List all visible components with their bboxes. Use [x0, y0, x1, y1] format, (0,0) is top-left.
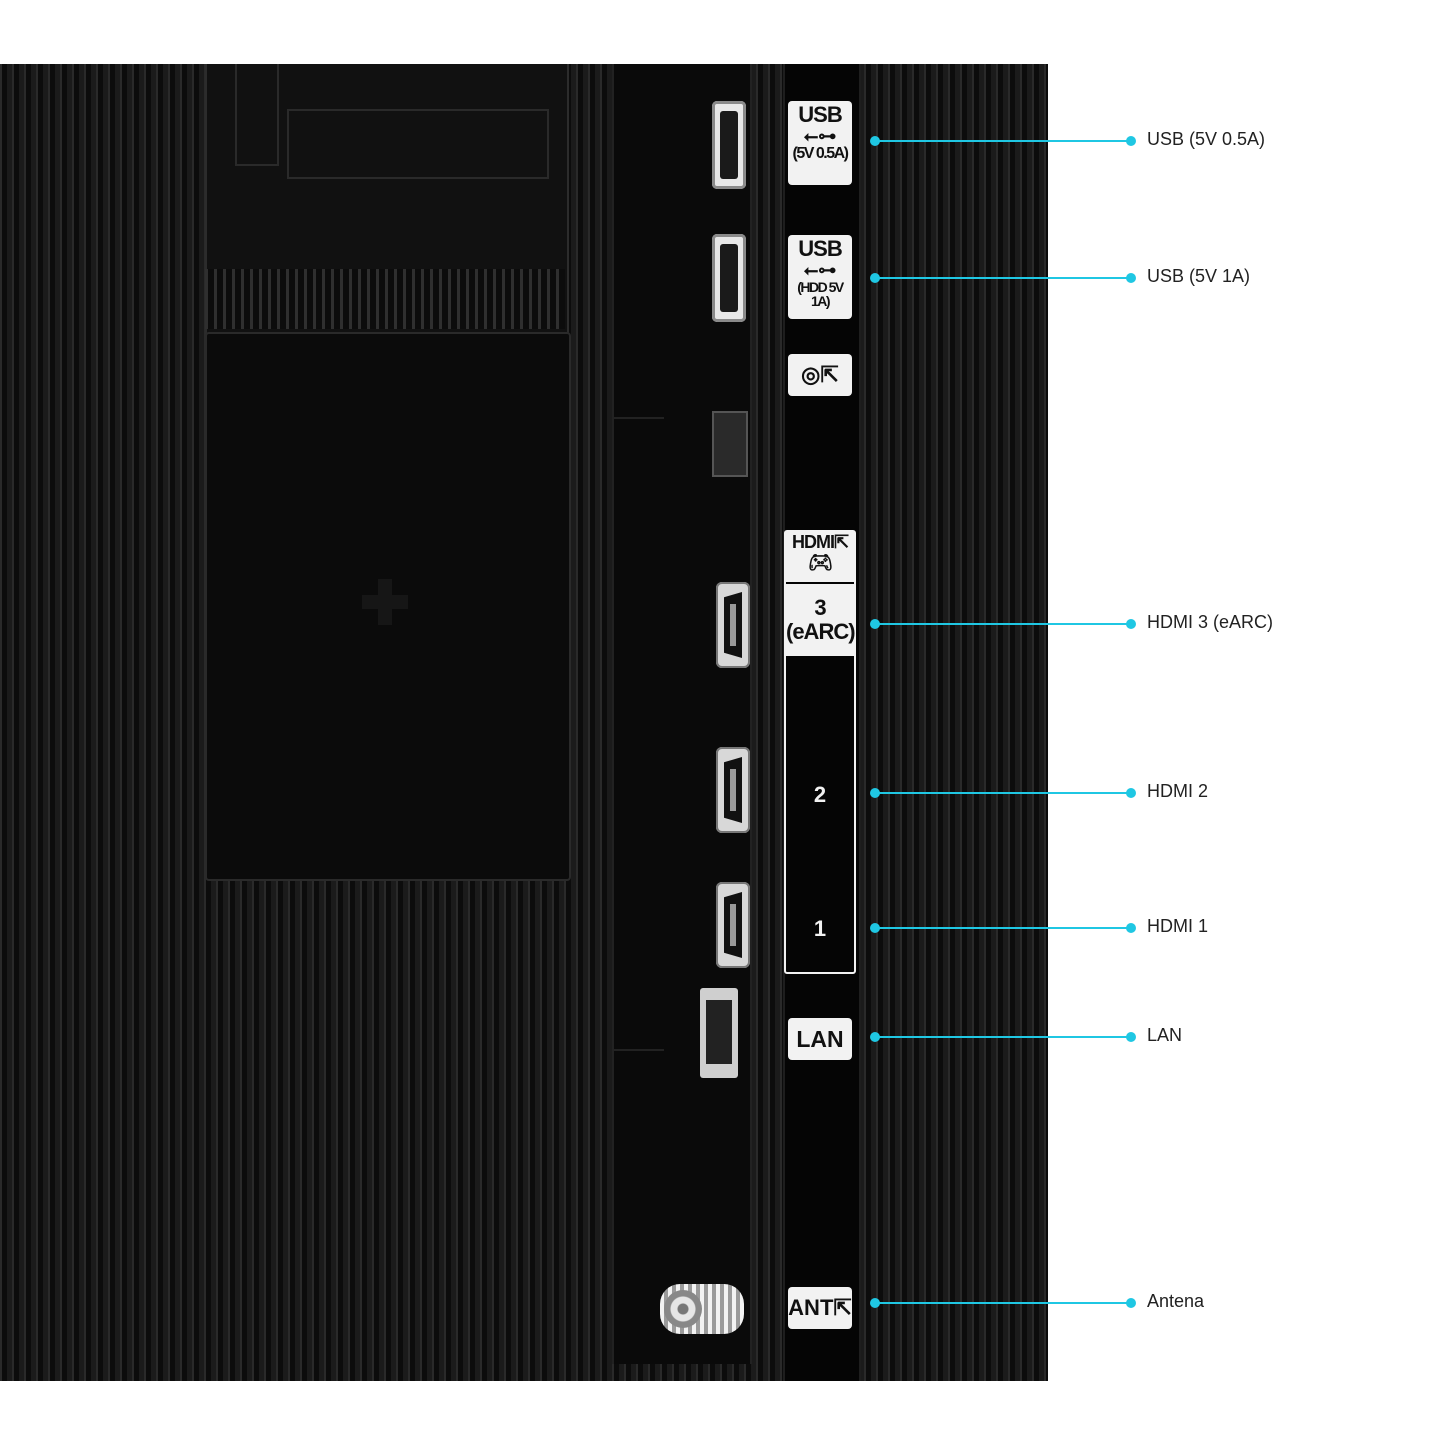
hdmi-port-3[interactable]	[716, 582, 750, 668]
callout-dot	[1126, 136, 1136, 146]
callout-label-usb1: USB (5V 0.5A)	[1147, 129, 1266, 149]
usb1-badge-sub: (5V 0.5A)	[792, 145, 849, 162]
frame-step	[612, 1049, 664, 1069]
callout-dot	[1126, 1032, 1136, 1042]
callout-dot	[1126, 1298, 1136, 1308]
optical-icon: ◎	[801, 362, 821, 387]
callout-label-lan: LAN	[1147, 1025, 1183, 1045]
callout-dot	[870, 923, 880, 933]
hdmi3-sub: (eARC)	[786, 619, 856, 644]
optical-badge: ◎⇱	[788, 354, 852, 396]
callout-dot	[870, 1032, 880, 1042]
hdmi-badge-title: HDMI	[791, 532, 835, 552]
usb2-badge-sub: (HDD 5V 1A)	[797, 279, 844, 309]
callout-label-hdmi3: HDMI 3 (eARC)	[1147, 612, 1274, 632]
callout-label-hdmi1: HDMI 1	[1147, 916, 1209, 936]
lan-badge-label: LAN	[796, 1026, 844, 1052]
callout-dot	[1126, 788, 1136, 798]
wall-mount-cover	[205, 332, 571, 881]
vent-ribs	[205, 269, 565, 329]
usb2-badge: USB ⭠⊶ (HDD 5V 1A)	[788, 235, 852, 319]
usb-port-2[interactable]	[712, 234, 746, 322]
usb-icon: ⭠⊶	[803, 260, 837, 280]
hdmi-port-1[interactable]	[716, 882, 750, 968]
callout-dot	[1126, 619, 1136, 629]
label-text-box	[287, 109, 549, 179]
callout-dot	[1126, 273, 1136, 283]
optical-port[interactable]	[712, 411, 748, 477]
ant-badge: ANT⇱	[788, 1287, 852, 1329]
ant-badge-label: ANT	[788, 1295, 834, 1320]
input-icon: ⇱	[833, 532, 849, 552]
hdmi3-badge: 3 (eARC)	[786, 584, 856, 656]
usb1-badge-title: USB	[798, 102, 842, 127]
frame-step	[612, 399, 664, 419]
hdmi3-number: 3	[814, 595, 826, 620]
ethernet-port[interactable]	[700, 988, 738, 1078]
callout-dot	[870, 619, 880, 629]
usb1-badge: USB ⭠⊶ (5V 0.5A)	[788, 101, 852, 185]
callout-dot	[1126, 923, 1136, 933]
callout-label-usb2: USB (5V 1A)	[1147, 266, 1251, 286]
callout-dot	[870, 273, 880, 283]
hdmi2-number: 2	[813, 782, 827, 807]
input-icon: ⇱	[820, 362, 839, 387]
hdmi-port-2[interactable]	[716, 747, 750, 833]
input-icon: ⇱	[833, 1295, 852, 1320]
callout-dot	[870, 788, 880, 798]
callout-label-hdmi2: HDMI 2	[1147, 781, 1209, 801]
usb-slot	[720, 111, 738, 179]
usb2-badge-title: USB	[798, 236, 842, 261]
callout-label-ant: Antena	[1147, 1291, 1205, 1311]
callout-dot	[870, 136, 880, 146]
gamepad-icon: 🎮︎	[807, 552, 833, 574]
hdmi-badge-header: HDMI⇱ 🎮︎	[786, 532, 854, 582]
hdmi1-number: 1	[813, 916, 827, 941]
cross-mark-icon	[362, 579, 408, 625]
tv-back-panel	[0, 64, 1048, 1381]
usb-port-1[interactable]	[712, 101, 746, 189]
usb-icon: ⭠⊶	[803, 126, 837, 146]
callout-dot	[870, 1298, 880, 1308]
hdmi-badge-group: HDMI⇱ 🎮︎ 3 (eARC) 2 1	[784, 530, 856, 974]
lan-badge: LAN	[788, 1018, 852, 1060]
usb-slot	[720, 244, 738, 312]
label-marking	[235, 64, 279, 166]
coax-port[interactable]	[660, 1284, 744, 1334]
